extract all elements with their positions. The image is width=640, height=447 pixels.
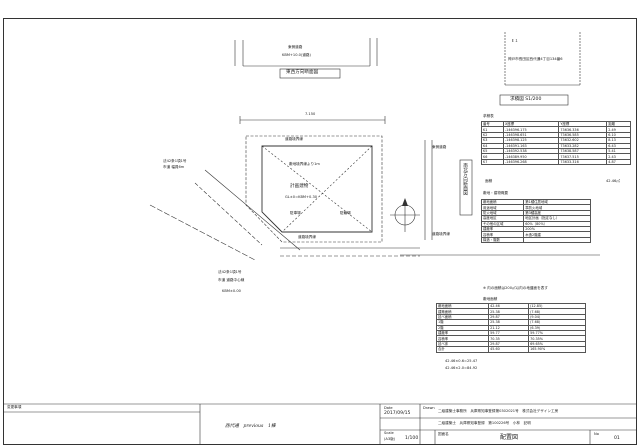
- note-gl: GL±0=KBM+0.30: [285, 195, 318, 199]
- table-cell: K7: [481, 158, 504, 166]
- scale-note: (A3版): [384, 437, 396, 441]
- left-road-width: 市道 幅員6m: [163, 165, 185, 169]
- table-cell: -146396.268: [502, 158, 560, 166]
- drawing-frame: [3, 18, 637, 445]
- table-cell: 4.87: [606, 158, 631, 166]
- bottom-road-center: 市道 道路中心線: [218, 278, 245, 282]
- bottom-road-label: 法42条1項1号: [218, 270, 242, 274]
- drawn-by: 二級建築士事務所 兵庫県知事登録第0302021号 株式会社デザイン工房: [438, 409, 559, 413]
- drawn-label: Drawn: [423, 406, 435, 410]
- bicycle-label: 駐輪場: [340, 211, 351, 215]
- drawing-label: 図面名: [438, 432, 449, 436]
- handwritten-note: 西代通 previous 1棟: [225, 424, 276, 429]
- legend-title: 敷地面積: [483, 297, 498, 301]
- sheet-no: 01: [614, 436, 620, 441]
- section-road-label: 東側道路: [288, 45, 303, 49]
- table-cell: [523, 236, 591, 244]
- date-label: Date: [384, 406, 393, 410]
- table-cell: 73633.316: [558, 158, 608, 166]
- total-area-value: 42.46㎡: [606, 179, 620, 183]
- calc-coverage: 42.46×0.6=25.47: [445, 359, 478, 363]
- drawing-name: 配置図: [500, 434, 519, 441]
- location-lot: 神戸市長田区西代通4丁目134番6: [508, 57, 563, 61]
- summary-title: 敷地・建物概要: [483, 191, 509, 195]
- summary-table: 敷地面積第1種住居地域用途地域準防火地域防火地域第3種高度高度地区地区計画（指定…: [480, 198, 591, 244]
- north-road-label: 道路境界線: [285, 137, 303, 141]
- location-tag: Ｅ１: [511, 39, 519, 43]
- scale-value: 1/100: [405, 436, 419, 441]
- scale-label: Scale: [384, 431, 394, 435]
- table-cell: 165.90%: [528, 346, 586, 353]
- building-label: 計画建物: [290, 184, 309, 189]
- bottom-road-level: KBM±0.00: [222, 289, 241, 293]
- table-cell: 合計: [435, 346, 490, 353]
- date-value: 2017/09/15: [384, 411, 411, 416]
- drawn-by-2: 二級建築士 兵庫県知事登録 第100226号 小林 記明: [438, 421, 531, 425]
- left-road-label: 法42条1項1号: [163, 159, 187, 163]
- revision-label: 変更事項: [7, 405, 22, 409]
- location-title: 求積図 S1/200: [510, 97, 542, 102]
- area-table-title: 求積表: [483, 114, 494, 118]
- section-road-level: KBM+10.0(道路): [282, 53, 311, 57]
- top-dimension: 7.150: [305, 112, 316, 116]
- right-section-title: 南北方向断面図: [462, 163, 468, 196]
- note-setback: 敷地境界線より1m: [289, 162, 320, 166]
- sheet-no-label: No: [594, 432, 599, 436]
- right-road-boundary: 道路境界線: [432, 232, 450, 236]
- right-road-label: 東側道路: [432, 145, 447, 149]
- table-cell: 構造・階数: [480, 236, 525, 244]
- south-road-boundary: 道路境界線: [298, 235, 316, 239]
- table-cell: 45.60: [488, 346, 530, 353]
- summary-note: ※ 内の面積は200㎡以内の地盤面を表す: [483, 286, 548, 290]
- parking-label: 駐車場: [290, 211, 301, 215]
- calc-volume: 42.46×2.0=84.92: [445, 366, 478, 370]
- table-row: 構造・階数: [480, 236, 591, 244]
- total-area-label: 面積: [485, 179, 493, 183]
- section-title: 東西方向断面図: [286, 70, 319, 75]
